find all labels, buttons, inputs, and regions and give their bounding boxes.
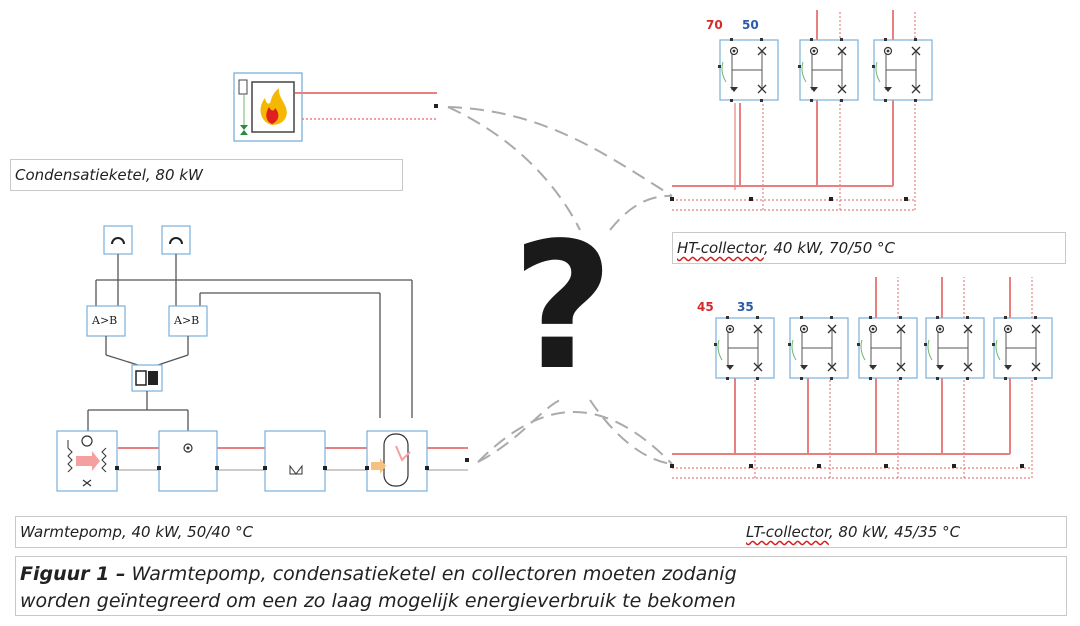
sensor-2 — [161, 225, 191, 255]
lt-supply-temp: 45 — [697, 300, 714, 314]
comparator-2 — [168, 305, 208, 337]
question-mark: ? — [512, 206, 614, 409]
boiler-label: Condensatieketel, 80 kW — [10, 159, 403, 191]
ht-return-temp: 50 — [742, 18, 759, 32]
comparator-1-label: A>B — [92, 314, 118, 327]
lt-collector — [670, 277, 1053, 479]
ht-collector-label: HT-collector, 40 kW, 70/50 °C — [672, 232, 1066, 264]
lt-valve-3 — [856, 315, 918, 381]
lt-valve-4 — [923, 315, 985, 381]
figure-number: Figuur 1 – — [20, 563, 126, 585]
figure-caption: Figuur 1 – Warmtepomp, condensatieketel … — [15, 556, 1067, 616]
heat-pump-label-bar: Warmtepomp, 40 kW, 50/40 °C LT-collector… — [15, 516, 1067, 548]
caption-line-1: Warmtepomp, condensatieketel en collecto… — [125, 563, 737, 585]
comparator-2-label: A>B — [174, 314, 200, 327]
lt-valve-2 — [787, 315, 849, 381]
lt-return-temp: 35 — [737, 300, 754, 314]
ht-collector — [670, 10, 933, 211]
valve-unit-hp — [264, 430, 326, 492]
boiler-unit — [233, 72, 303, 142]
ht-valve-2 — [797, 37, 859, 103]
heat-pump-controls — [86, 225, 413, 432]
sensor-1 — [103, 225, 133, 255]
lt-collector-label: LT-collector, 80 kW, 45/35 °C — [746, 523, 961, 541]
lt-valve-5 — [991, 315, 1053, 381]
dashed-links — [447, 106, 673, 465]
ht-supply-temp: 70 — [706, 18, 723, 32]
lt-valve-1 — [713, 315, 775, 381]
heat-pump-circuit — [56, 430, 469, 492]
caption-line-2: worden geïntegreerd om een zo laag mogel… — [20, 590, 736, 612]
ht-valve-1 — [717, 37, 779, 103]
comparator-1 — [86, 305, 126, 337]
ht-valve-3 — [871, 37, 933, 103]
pump-unit — [158, 430, 218, 492]
heat-pump-label: Warmtepomp, 40 kW, 50/40 °C — [20, 523, 254, 541]
boiler-supply-line — [295, 92, 438, 120]
